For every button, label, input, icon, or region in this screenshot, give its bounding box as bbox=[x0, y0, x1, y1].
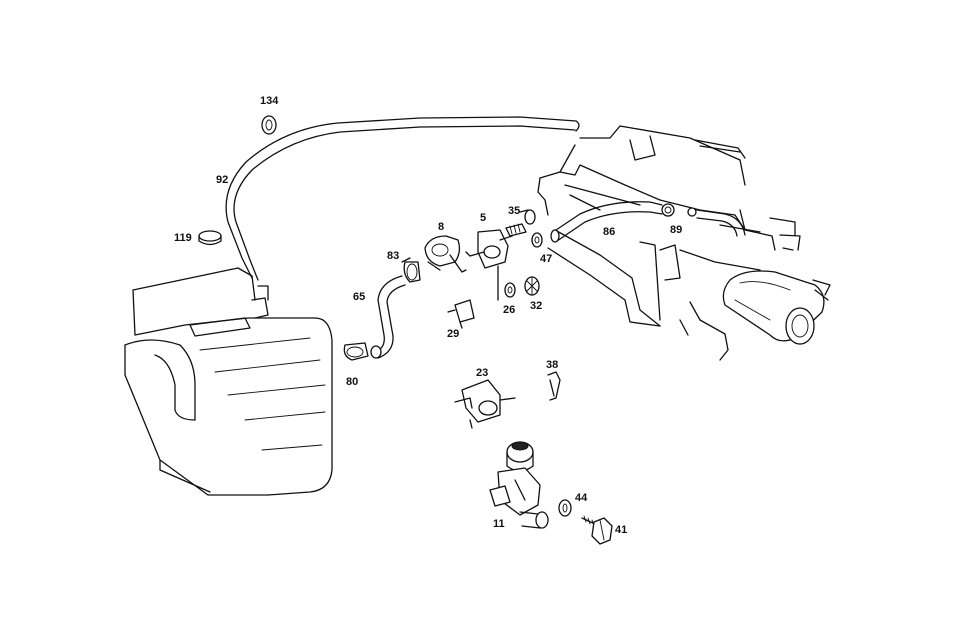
ring-44-drawing bbox=[558, 499, 572, 517]
part-label-134: 134 bbox=[260, 95, 279, 107]
part-label-44: 44 bbox=[575, 492, 588, 504]
clamp-80-drawing bbox=[343, 342, 382, 361]
part-label-38: 38 bbox=[546, 359, 558, 371]
part-label-41: 41 bbox=[615, 524, 627, 536]
part-label-35: 35 bbox=[508, 205, 520, 217]
hose-86-drawing bbox=[550, 201, 663, 243]
part-label-89: 89 bbox=[670, 224, 682, 236]
part-label-80: 80 bbox=[346, 376, 358, 388]
intake-manifold-drawing bbox=[537, 125, 831, 361]
clip-38-drawing bbox=[547, 371, 561, 401]
washer-26-drawing bbox=[504, 282, 516, 298]
part-label-26: 26 bbox=[503, 304, 515, 316]
part-label-47: 47 bbox=[540, 253, 552, 265]
washer-32-drawing bbox=[524, 276, 540, 296]
clamp-89-drawing bbox=[661, 203, 746, 237]
connector-drawing bbox=[519, 209, 536, 225]
ring-119-drawing bbox=[198, 230, 222, 246]
part-label-65: 65 bbox=[353, 291, 365, 303]
valve-bracket-23-drawing bbox=[454, 379, 516, 429]
clamp-83-drawing bbox=[401, 257, 421, 283]
part-label-23: 23 bbox=[476, 367, 488, 379]
valve-8-drawing bbox=[424, 235, 467, 273]
bracket-29-drawing bbox=[447, 299, 475, 329]
hose-65-drawing bbox=[374, 275, 406, 359]
bolt-41-drawing bbox=[581, 515, 613, 545]
part-label-32: 32 bbox=[530, 300, 542, 312]
part-labels: 134 92 119 8 5 35 83 47 86 89 65 26 32 2… bbox=[174, 95, 682, 536]
vent-hose-drawing bbox=[225, 116, 580, 281]
part-label-83: 83 bbox=[387, 250, 399, 262]
fitting-35-drawing bbox=[505, 223, 527, 237]
grommet-47-drawing bbox=[531, 232, 543, 248]
part-label-5: 5 bbox=[480, 212, 486, 224]
grommet-134-drawing bbox=[261, 115, 277, 135]
valve-5-drawing bbox=[465, 229, 513, 301]
actuator-11-drawing bbox=[489, 441, 549, 529]
engine-block-drawing bbox=[124, 267, 333, 496]
part-label-11: 11 bbox=[493, 518, 505, 530]
part-label-8: 8 bbox=[438, 221, 444, 233]
part-label-92: 92 bbox=[216, 174, 228, 186]
part-label-119: 119 bbox=[174, 232, 192, 244]
part-label-86: 86 bbox=[603, 226, 615, 238]
part-label-29: 29 bbox=[447, 328, 459, 340]
